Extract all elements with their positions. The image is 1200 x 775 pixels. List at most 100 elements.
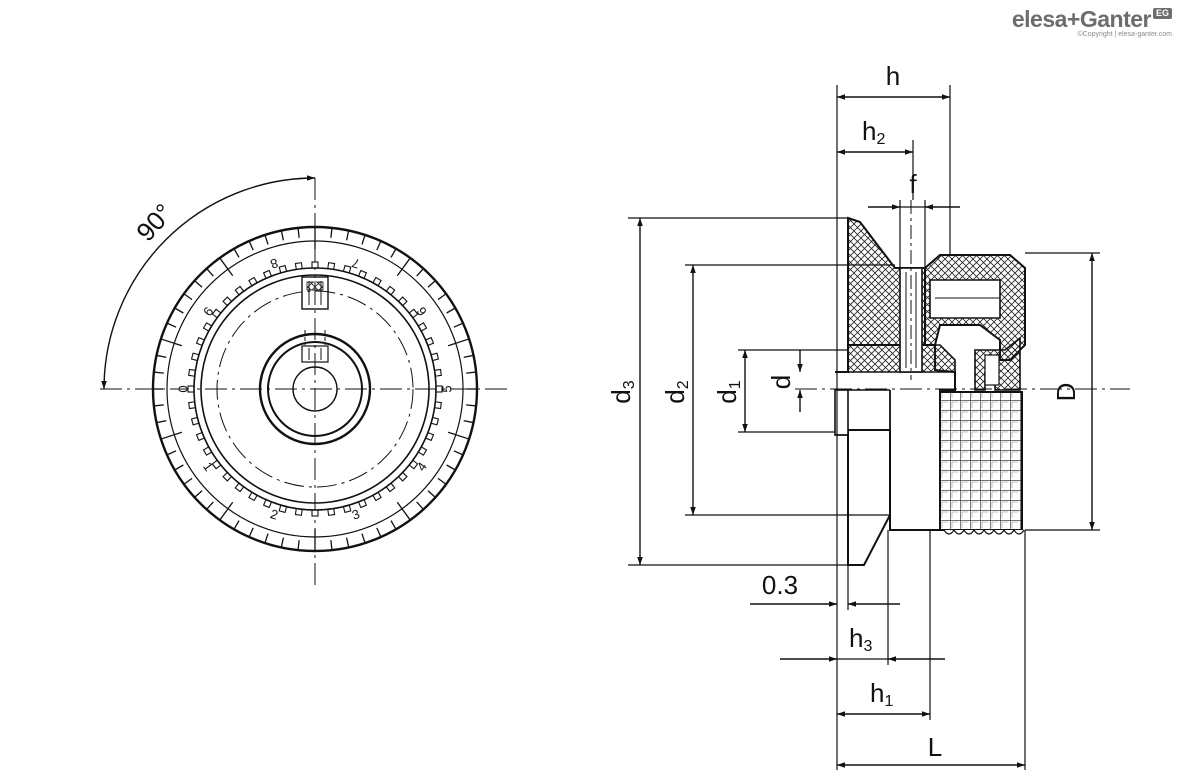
scale-number: 8 — [268, 255, 280, 272]
dim-h-label: h — [886, 61, 900, 91]
graduation-tick — [446, 464, 456, 471]
dim-L-label: L — [928, 732, 942, 762]
knurl-bump — [1003, 529, 1015, 535]
knurl-ring-inner — [200, 274, 430, 504]
graduation-tick — [330, 227, 333, 238]
side-section-view: h h2 f d3 d2 d1 d D 0.3 h3 h — [606, 61, 1130, 770]
scale-number: 9 — [200, 304, 216, 319]
graduation-tick — [264, 234, 269, 245]
graduation-tick — [280, 230, 285, 241]
brand-badge: EG — [1152, 8, 1172, 19]
graduation-tick — [345, 230, 350, 241]
graduation-tick — [463, 419, 474, 424]
graduation-tick — [390, 520, 397, 530]
graduation-tick — [248, 527, 254, 538]
graduation-tick — [194, 280, 203, 288]
graduation-tick — [153, 371, 164, 374]
knurl-bump — [963, 529, 975, 535]
graduation-tick — [453, 450, 464, 456]
graduation-tick — [160, 431, 183, 440]
scale-number: 6 — [414, 304, 430, 319]
scale-number: 3 — [350, 506, 362, 523]
graduation-tick — [437, 293, 447, 301]
graduation-tick — [396, 501, 411, 521]
graduation-tick — [390, 248, 397, 258]
knob-cavity — [929, 279, 1001, 319]
knurl-tooth — [311, 261, 319, 269]
graduation-tick — [194, 490, 203, 498]
graduation-tick — [376, 240, 382, 251]
graduation-tick — [233, 520, 240, 530]
dial-inner-dashdot-circle — [216, 290, 414, 488]
graduation-tick — [345, 537, 350, 548]
angle-label: 90° — [130, 198, 179, 247]
graduation-tick — [453, 322, 464, 328]
dim-d3-label: d3 — [606, 380, 638, 403]
scale-number: 7 — [350, 255, 362, 272]
dim-h3-label: h3 — [849, 623, 872, 655]
graduation-tick — [463, 354, 474, 359]
dial-scale-circle — [166, 240, 464, 538]
flange-lower — [847, 429, 891, 566]
graduation-tick — [376, 527, 382, 538]
dim-D-label: D — [1051, 383, 1081, 402]
graduation-tick — [447, 338, 470, 347]
dim-d-label: d — [766, 375, 796, 389]
graduation-tick — [466, 371, 477, 374]
dim-f-label: f — [909, 169, 917, 199]
graduation-tick — [174, 307, 184, 314]
knurl-tooth — [222, 296, 233, 307]
graduation-tick — [447, 431, 470, 440]
graduation-tick — [280, 537, 285, 548]
graduation-tick — [437, 477, 447, 485]
graduation-tick — [166, 450, 177, 456]
knurl-bump — [1013, 529, 1025, 535]
dim-gap-label: 0.3 — [762, 570, 798, 600]
graduation-tick — [248, 240, 254, 251]
graduation-tick — [427, 280, 436, 288]
scale-number: 5 — [439, 385, 454, 392]
dim-h2-label: h2 — [862, 116, 885, 148]
graduation-tick — [233, 248, 240, 258]
knurl-bump — [943, 529, 955, 535]
hub-inner — [267, 341, 363, 437]
knurl-bump — [973, 529, 985, 535]
graduation-tick — [446, 307, 456, 314]
graduation-tick — [219, 501, 234, 521]
graduation-tick — [183, 477, 193, 485]
graduation-tick — [166, 322, 177, 328]
knurl-bumps — [943, 529, 1025, 535]
graduation-tick — [297, 227, 300, 238]
knurl-tooth — [397, 471, 408, 482]
graduation-tick — [264, 533, 269, 544]
dim-d2-label: d2 — [660, 380, 692, 403]
knurl-ring-outer — [193, 267, 437, 511]
knurl-tooth — [397, 296, 408, 307]
angle-arc-90 — [101, 175, 316, 390]
graduation-tick — [206, 268, 214, 277]
knurl-tooth — [222, 471, 233, 482]
hub-outer — [258, 332, 372, 446]
bore — [292, 366, 338, 412]
graduation-tick — [183, 293, 193, 301]
scale-number: 4 — [414, 459, 430, 474]
knurl-bump — [983, 529, 995, 535]
scale-number: 2 — [268, 506, 280, 523]
scale-number: 0 — [176, 385, 191, 392]
graduation-tick — [153, 404, 164, 407]
graduation-tick — [361, 533, 366, 544]
graduation-tick — [466, 404, 477, 407]
graduation-tick — [156, 354, 167, 359]
knurl-bump — [993, 529, 1005, 535]
dim-h1-label: h1 — [870, 678, 893, 710]
knurled-grip — [939, 391, 1023, 531]
graduation-tick — [156, 419, 167, 424]
graduation-tick — [416, 501, 424, 510]
brand-copyright: ©Copyright | elesa-ganter.com — [1077, 31, 1172, 38]
graduation-tick — [396, 257, 411, 277]
graduation-tick — [174, 464, 184, 471]
graduation-tick — [330, 540, 333, 551]
knurl-tooth — [311, 509, 319, 517]
